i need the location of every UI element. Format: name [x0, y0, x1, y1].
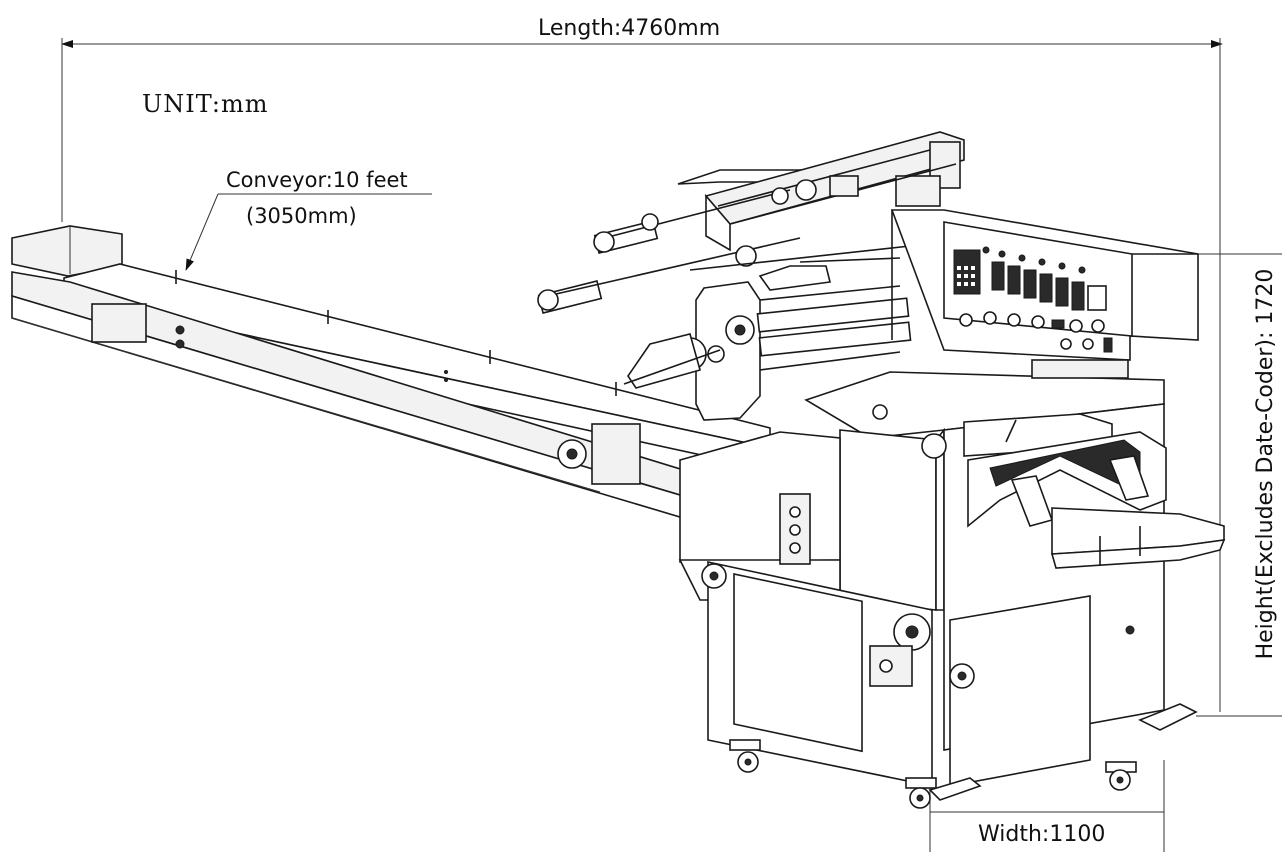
caster-front-right [905, 777, 937, 809]
conveyor-lugs [175, 270, 617, 396]
forming-section [623, 257, 912, 421]
control-panel [890, 209, 1199, 361]
caster-rear-right [1105, 761, 1137, 791]
sealing-head [872, 359, 1167, 528]
film-roll-stand [537, 131, 965, 314]
caster-front-left [729, 739, 761, 773]
infeed-conveyor [11, 225, 771, 522]
height-dimension [1196, 253, 1282, 717]
outfeed-conveyor [1050, 507, 1226, 569]
machine-body [678, 371, 1165, 787]
casters [729, 703, 1198, 809]
conveyor-label: Conveyor:10 feet [226, 168, 408, 192]
conveyor-leader-line [185, 193, 432, 271]
unit-label: UNIT:mm [142, 90, 269, 118]
length-label: Length:4760mm [538, 16, 721, 41]
length-dimension [61, 38, 1223, 712]
height-label: Height(Excludes Date-Coder): 1720 [1253, 268, 1278, 660]
width-label: Width:1100 [978, 822, 1106, 847]
conveyor-mm-label: (3050mm) [246, 204, 357, 228]
